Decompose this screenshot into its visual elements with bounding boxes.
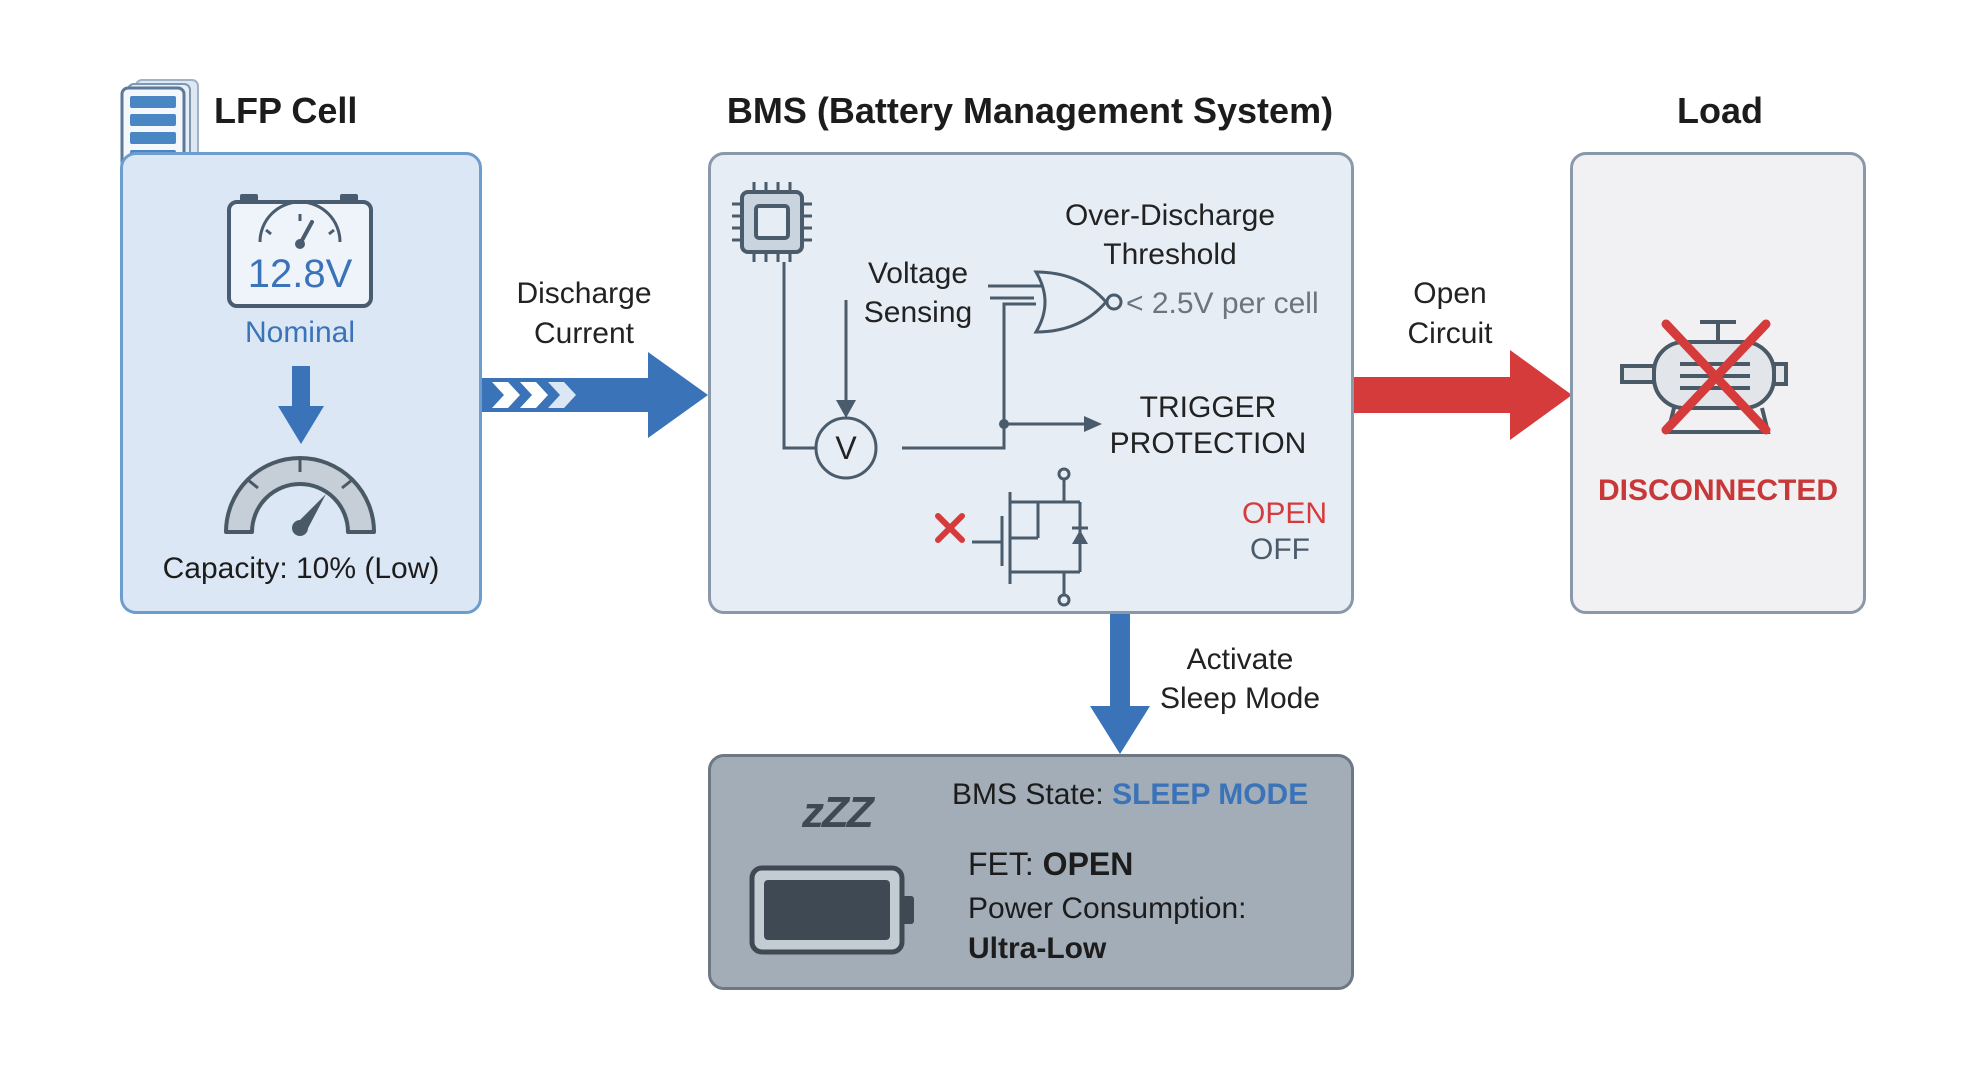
sleep-state-label: BMS State:	[952, 778, 1104, 811]
battery-gauge-icon	[226, 192, 374, 310]
sleep-zzz: zZZ	[802, 788, 874, 837]
battery-stack-icon	[120, 78, 200, 171]
trigger-label-1: TRIGGER	[1139, 391, 1277, 424]
threshold-label-2: Threshold	[1103, 238, 1237, 271]
motor-icon	[1620, 308, 1816, 448]
power-value: Ultra-Low	[968, 932, 1107, 965]
voltage-sensing-label-1: Voltage	[867, 257, 969, 290]
mosfet-icon	[972, 478, 1088, 596]
voltmeter-icon	[814, 416, 878, 480]
voltage-sensing-label-2: Sensing	[863, 296, 973, 329]
cell-title: LFP Cell	[214, 90, 358, 131]
low-battery-icon	[748, 862, 918, 958]
discharge-arrow	[482, 352, 708, 438]
discharge-label-1: Discharge	[516, 277, 652, 310]
sleep-state-row: BMS State: SLEEP MODE	[952, 778, 1342, 812]
sleep-arrow	[1090, 614, 1150, 754]
cell-voltage-caption: Nominal	[244, 316, 356, 349]
bms-circuit	[708, 152, 1354, 614]
discharge-label-2: Current	[533, 317, 635, 350]
fet-value: OPEN	[1042, 846, 1134, 882]
activate-label-2: Sleep Mode	[1159, 682, 1321, 715]
down-arrow-icon	[278, 366, 324, 446]
activate-label-1: Activate	[1186, 643, 1294, 676]
open-circuit-arrow	[1354, 350, 1572, 440]
power-label: Power Consumption:	[968, 892, 1247, 925]
fet-off-x-icon	[935, 513, 965, 543]
threshold-value: < 2.5V per cell	[1126, 287, 1319, 320]
fet-row: FET: OPEN	[968, 846, 1328, 883]
fet-label: FET:	[968, 846, 1034, 882]
logic-gate-icon	[988, 270, 1123, 334]
microchip-icon	[732, 182, 812, 262]
sleep-state-value: SLEEP MODE	[1112, 778, 1309, 811]
bms-title: BMS (Battery Management System)	[726, 90, 1334, 131]
open-circuit-label-2: Circuit	[1407, 317, 1493, 350]
low-capacity-gauge-icon	[222, 452, 378, 536]
cell-voltage: 12.8V	[247, 252, 353, 296]
fet-open-label: OPEN	[1242, 497, 1328, 530]
trigger-label-2: PROTECTION	[1109, 427, 1307, 460]
load-title: Load	[1677, 90, 1763, 131]
load-status: DISCONNECTED	[1597, 474, 1838, 507]
open-circuit-label-1: Open	[1413, 277, 1487, 310]
fet-off-label: OFF	[1250, 533, 1310, 566]
voltmeter-symbol: V	[835, 430, 857, 466]
cell-capacity: Capacity: 10% (Low)	[162, 552, 440, 585]
threshold-label-1: Over-Discharge	[1064, 199, 1276, 232]
disconnected-x-icon	[1661, 319, 1771, 435]
